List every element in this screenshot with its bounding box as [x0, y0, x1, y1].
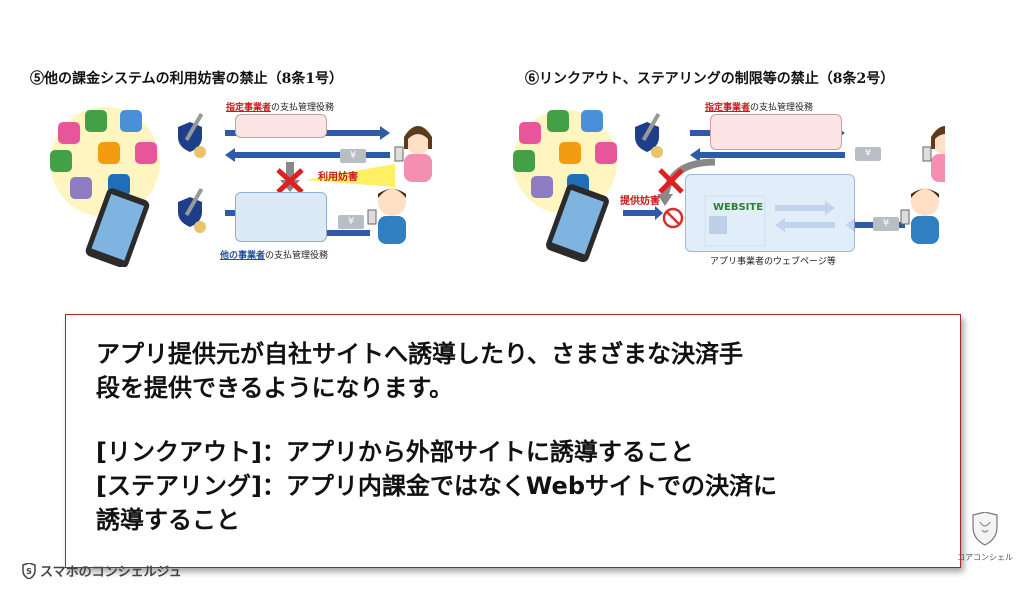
- other-operator-label: 他の事業者の支払管理役務: [220, 251, 329, 261]
- designated-operator-box: [235, 114, 327, 138]
- left-diagram-illustration: [50, 107, 432, 267]
- brand-left-text: スマホのコンシェルジュ: [40, 565, 182, 580]
- designated-operator-label: 指定事業者の支払管理役務: [705, 103, 814, 113]
- provision-block-tag: 提供妨害: [620, 196, 660, 207]
- right-panel-title: ⑥リンクアウト、ステアリングの制限等の禁止（8条2号）: [525, 71, 895, 87]
- other-operator-box: [235, 192, 327, 242]
- brand-left: S スマホのコンシェルジュ: [22, 561, 182, 580]
- usage-block-tag: 利用妨害: [318, 172, 358, 183]
- right-diagram-illustration: [513, 110, 945, 263]
- brand-right: コアコンシェル: [955, 511, 1015, 563]
- designated-operator-box: [710, 114, 842, 150]
- left-panel-title: ⑤他の課金システムの利用妨害の禁止（8条1号）: [30, 71, 344, 87]
- explanation-line-2: 段を提供できるようになります。: [96, 374, 454, 402]
- website-label: WEBSITE: [713, 202, 764, 213]
- explanation-line-1: アプリ提供元が自社サイトへ誘導したり、さまざまな決済手: [96, 340, 744, 368]
- brand-right-text: コアコンシェル: [957, 553, 1013, 562]
- shield-logo-icon: S: [22, 562, 36, 579]
- right-diagram: 指定事業者の支払管理役務 WEBSITE アプリ事業者のウェブページ等 ¥ ¥ …: [505, 92, 945, 267]
- yen-badge-top: ¥: [340, 149, 366, 163]
- linkout-definition: [リンクアウト]：アプリから外部サイトに誘導すること: [96, 438, 694, 466]
- left-diagram: 指定事業者の支払管理役務 他の事業者の支払管理役務 ¥ ¥ 利用妨害: [40, 92, 480, 267]
- app-operator-webpage-caption: アプリ事業者のウェブページ等: [710, 257, 836, 267]
- app-operator-web-box: [685, 174, 855, 252]
- steering-definition-cont: 誘導すること: [96, 506, 240, 534]
- designated-operator-label: 指定事業者の支払管理役務: [226, 103, 335, 113]
- yen-badge-bottom: ¥: [873, 217, 899, 231]
- steering-definition: [ステアリング]：アプリ内課金ではなくWebサイトでの決済に: [96, 472, 778, 500]
- concierge-logo-icon: [972, 511, 998, 546]
- explanation-box: アプリ提供元が自社サイトへ誘導したり、さまざまな決済手 段を提供できるようになり…: [65, 314, 961, 568]
- yen-badge-bottom: ¥: [338, 215, 364, 229]
- yen-badge-top: ¥: [855, 147, 881, 161]
- svg-text:S: S: [26, 567, 32, 576]
